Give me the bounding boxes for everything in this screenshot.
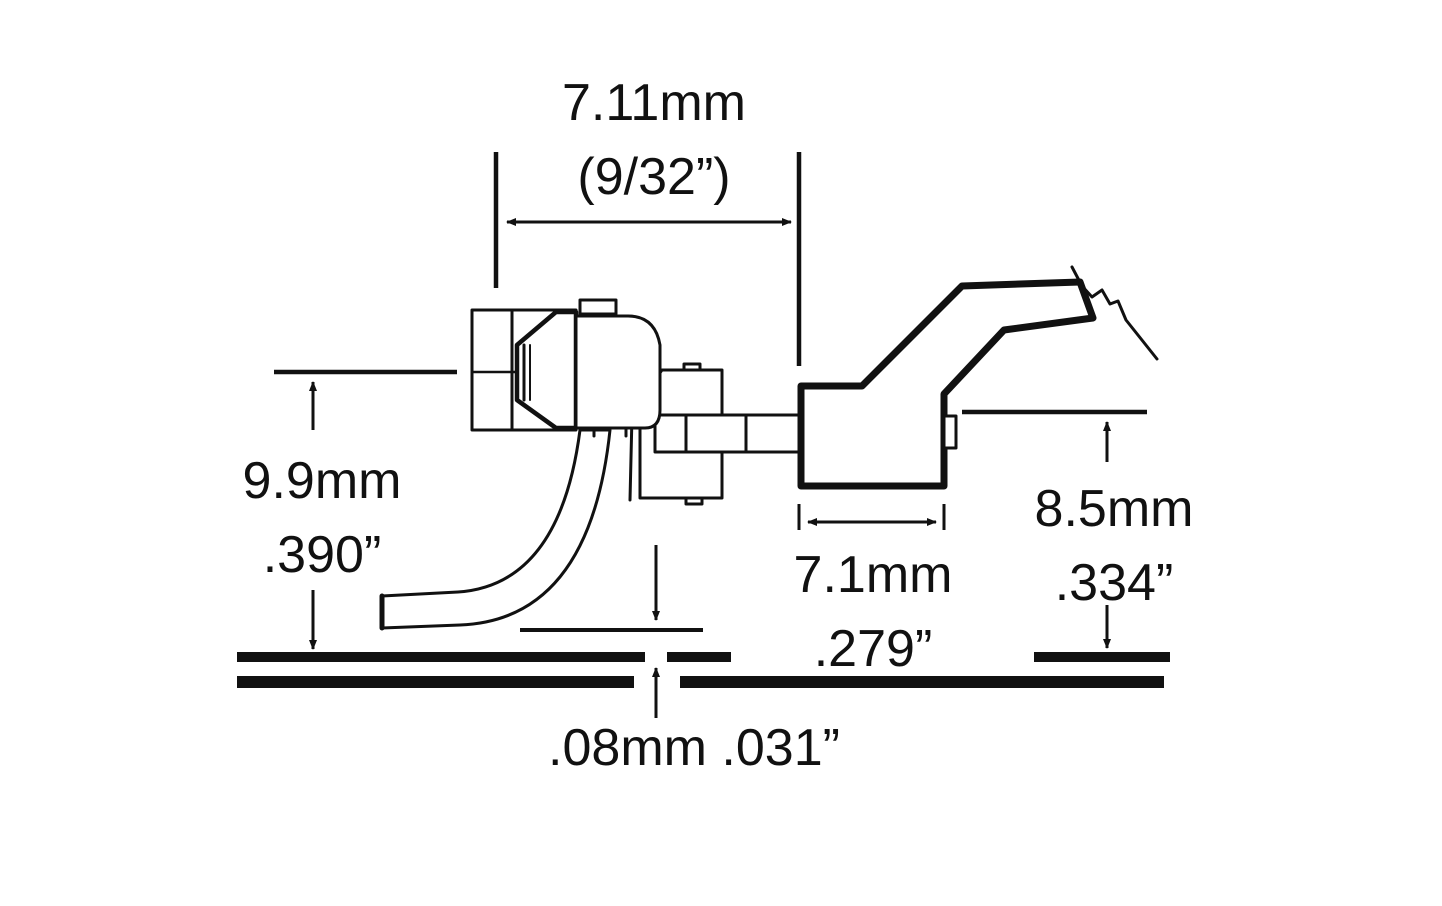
label-coupler-height-mm: 9.9mm: [243, 452, 402, 510]
draft-gear-pin: [942, 414, 958, 450]
label-shank-height-mm: 8.5mm: [1035, 480, 1194, 538]
label-shank-width-in: .279”: [814, 620, 933, 678]
coupler-height-dimension: [274, 369, 457, 650]
label-shank-height-in: .334”: [1055, 554, 1174, 612]
trip-pin: [379, 428, 612, 631]
shank-height-dimension: [962, 409, 1147, 649]
break-line: [1070, 265, 1159, 361]
label-shank-width-mm: 7.1mm: [794, 546, 953, 604]
label-trip-pin-clearance: .08mm .031”: [548, 719, 840, 777]
label-knuckle-spacing-mm: 7.11mm: [562, 74, 746, 132]
coupler-body: [574, 310, 662, 430]
label-knuckle-spacing-in: (9/32”): [577, 148, 730, 206]
label-coupler-height-in: .390”: [263, 526, 382, 584]
track-rails: [237, 628, 1170, 688]
coupler-drawing: [379, 265, 1159, 631]
shank-bar: [653, 413, 803, 454]
draft-gear-box: [797, 278, 1097, 490]
shank-width-dimension: [797, 504, 946, 530]
dimension-labels: 7.11mm (9/32”) 9.9mm .390” 7.1mm .279” 8…: [243, 74, 1194, 777]
knuckle-spacing-dimension: [493, 152, 802, 366]
